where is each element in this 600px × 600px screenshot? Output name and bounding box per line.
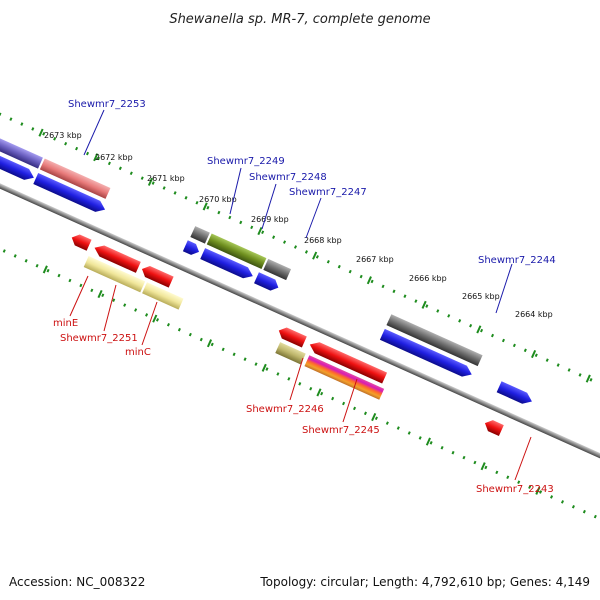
- cog-bar[interactable]: [83, 256, 146, 293]
- tick: [366, 276, 372, 285]
- tick: [97, 289, 103, 299]
- label-leader: [342, 378, 358, 423]
- cds-arrow[interactable]: [379, 328, 474, 380]
- cds-arrow[interactable]: [140, 264, 174, 288]
- reverse-gene-labels: minE Shewmr7_2251 minC Shewmr7_2246 Shew…: [53, 275, 554, 495]
- gene-label[interactable]: Shewmr7_2253: [68, 99, 146, 110]
- tick: [480, 462, 486, 471]
- genome-track-group: [0, 107, 600, 534]
- map-title: Shewanella sp. MR-7, complete genome: [169, 12, 430, 27]
- tick: [206, 339, 213, 348]
- gene-label[interactable]: Shewmr7_2247: [289, 187, 367, 198]
- accession-text: Accession: NC_008322: [9, 575, 145, 589]
- gene-label[interactable]: Shewmr7_2251: [60, 333, 138, 344]
- cog-bar[interactable]: [263, 258, 292, 281]
- tick: [312, 251, 318, 260]
- kbp-label: 2665 kbp: [462, 292, 500, 301]
- label-leader: [261, 183, 277, 230]
- tick: [261, 363, 267, 372]
- label-leader: [69, 275, 89, 317]
- gene-label[interactable]: Shewmr7_2249: [207, 156, 285, 167]
- cds-arrow[interactable]: [0, 143, 36, 184]
- tick: [371, 412, 377, 422]
- kbp-label: 2668 kbp: [304, 236, 342, 245]
- kbp-label: 2671 kbp: [147, 174, 185, 183]
- cog-bar[interactable]: [304, 355, 385, 400]
- genome-backbone: [0, 166, 600, 483]
- label-leader: [514, 436, 532, 481]
- tick: [425, 437, 431, 446]
- label-leader: [83, 109, 105, 156]
- tick: [535, 486, 541, 495]
- genome-summary-text: Topology: circular; Length: 4,792,610 bp…: [259, 575, 590, 589]
- label-leader: [141, 301, 158, 346]
- tick: [93, 153, 99, 162]
- cds-arrow[interactable]: [182, 240, 202, 257]
- tick: [202, 202, 208, 211]
- kbp-label: 2667 kbp: [356, 255, 394, 264]
- tick: [531, 349, 537, 359]
- kbp-label: 2672 kbp: [95, 153, 133, 162]
- tick: [585, 374, 591, 383]
- cds-arrow[interactable]: [200, 248, 255, 281]
- forward-gene-labels: Shewmr7_2253 Shewmr7_2249 Shewmr7_2248 S…: [68, 99, 556, 314]
- label-leader: [305, 197, 322, 239]
- gene-label[interactable]: minE: [53, 318, 78, 329]
- cog-bar[interactable]: [142, 282, 184, 310]
- cds-arrow[interactable]: [496, 381, 535, 407]
- gene-label[interactable]: Shewmr7_2244: [478, 255, 556, 266]
- cog-bar[interactable]: [39, 158, 111, 199]
- kbp-labels: 2673 kbp 2672 kbp 2671 kbp 2670 kbp 2669…: [44, 131, 553, 319]
- tick: [42, 265, 48, 274]
- label-leader: [495, 263, 513, 314]
- tick: [476, 325, 482, 334]
- label-leader: [103, 284, 117, 332]
- kbp-label: 2673 kbp: [44, 131, 82, 140]
- tick: [257, 226, 263, 236]
- tick: [421, 300, 427, 309]
- cds-arrow[interactable]: [307, 339, 388, 384]
- kbp-label: 2669 kbp: [251, 215, 289, 224]
- cog-bar[interactable]: [386, 314, 483, 367]
- cds-arrow[interactable]: [254, 272, 281, 293]
- tick: [316, 388, 322, 397]
- reverse-cds-row: [69, 232, 504, 437]
- cds-arrow[interactable]: [92, 242, 141, 273]
- cds-arrow[interactable]: [33, 173, 107, 215]
- kbp-label: 2666 kbp: [409, 274, 447, 283]
- cds-arrow[interactable]: [69, 232, 92, 251]
- forward-ticks: [38, 128, 591, 383]
- label-leader: [289, 357, 304, 401]
- tick: [147, 177, 154, 186]
- cog-bar[interactable]: [190, 226, 210, 244]
- kbp-label: 2664 kbp: [515, 310, 553, 319]
- forward-cds-row: [0, 143, 535, 407]
- cog-bar[interactable]: [206, 233, 267, 270]
- gene-label[interactable]: Shewmr7_2243: [476, 484, 554, 495]
- gene-label[interactable]: Shewmr7_2245: [302, 425, 380, 436]
- tick: [152, 314, 158, 323]
- gene-label[interactable]: Shewmr7_2248: [249, 172, 327, 183]
- cog-bar[interactable]: [0, 128, 43, 169]
- cds-arrow[interactable]: [482, 418, 504, 437]
- cog-bar[interactable]: [275, 342, 306, 365]
- reverse-cog-row: [83, 256, 385, 400]
- label-leader: [229, 167, 242, 215]
- kbp-label: 2670 kbp: [199, 195, 237, 204]
- reverse-ticks: [42, 265, 541, 495]
- gene-label[interactable]: Shewmr7_2246: [246, 404, 324, 415]
- tick: [38, 128, 44, 137]
- cds-arrow[interactable]: [276, 325, 307, 348]
- forward-cog-row: [0, 128, 483, 367]
- gene-label[interactable]: minC: [125, 347, 151, 358]
